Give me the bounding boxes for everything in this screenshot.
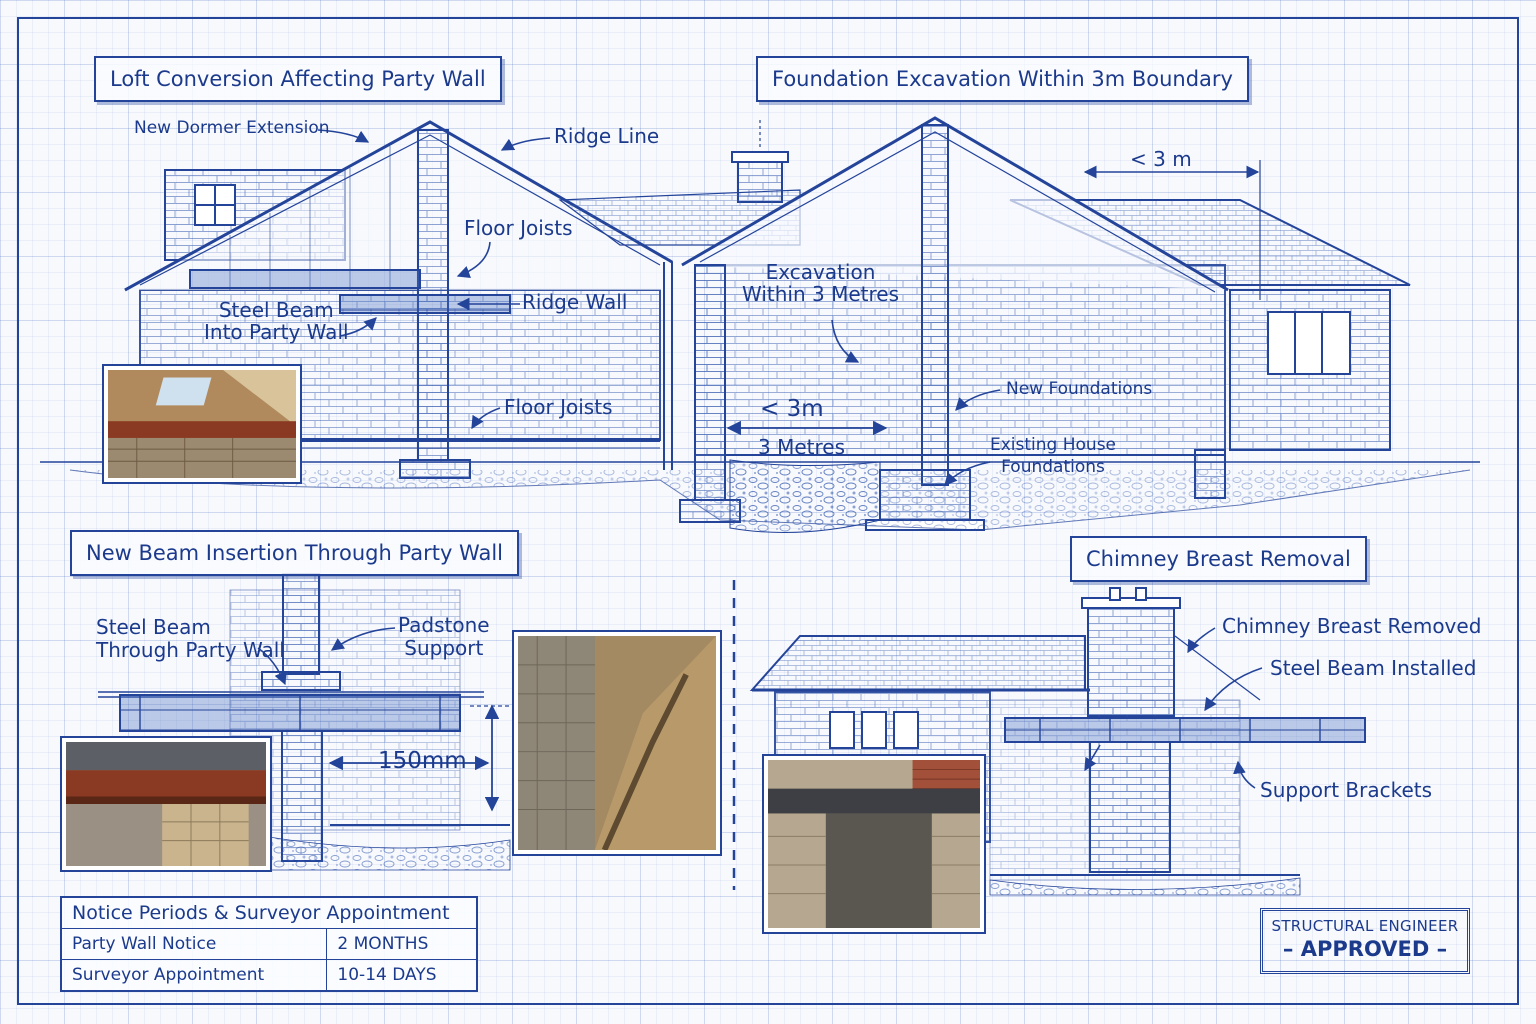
table-row: Party Wall Notice 2 MONTHS [60,928,478,960]
notice-row-value: 2 MONTHS [326,928,478,960]
table-row: Surveyor Appointment 10-14 DAYS [60,959,478,992]
photo-loft-steel-beam [104,366,300,482]
photo-excavation-trench [514,632,720,854]
beam-insertion-detail [98,573,511,871]
label-less-3m-top: < 3 m [1130,147,1192,171]
label-150mm: 150mm [378,748,467,774]
notice-row-label: Party Wall Notice [60,928,328,960]
label-ridge-wall: Ridge Wall [522,290,628,314]
label-less-3m-mid: < 3m [760,396,824,422]
label-steel-beam-installed: Steel Beam Installed [1270,656,1477,680]
stamp-line-1: STRUCTURAL ENGINEER [1271,917,1459,935]
label-three-metres: 3 Metres [758,435,845,459]
table-header-row: Notice Periods & Surveyor Appointment [60,896,478,929]
notice-row-value: 10-14 DAYS [326,959,478,992]
photo-chimney-beam [764,756,984,932]
label-padstone-support: Padstone Support [398,613,490,660]
notice-table-title: Notice Periods & Surveyor Appointment [60,896,478,929]
label-floor-joists-upper: Floor Joists [464,216,573,240]
engineer-approved-stamp: STRUCTURAL ENGINEER – APPROVED – [1260,908,1470,974]
label-steel-beam-party-wall: Steel Beam Into Party Wall [204,298,349,344]
title-chimney-removal: Chimney Breast Removal [1070,536,1367,582]
label-chimney-breast-removed: Chimney Breast Removed [1222,614,1482,638]
label-support-brackets: Support Brackets [1260,778,1433,802]
photo-beam-through-wall [62,738,270,870]
title-foundation-excavation: Foundation Excavation Within 3m Boundary [756,56,1249,102]
label-new-foundations: New Foundations [1006,379,1153,399]
label-steel-beam-through: Steel Beam Through Party Wall [96,615,285,662]
title-loft-conversion: Loft Conversion Affecting Party Wall [94,56,502,102]
label-floor-joists-lower: Floor Joists [504,395,613,419]
title-beam-insertion: New Beam Insertion Through Party Wall [70,530,520,576]
notice-periods-table: Notice Periods & Surveyor Appointment Pa… [60,896,478,992]
stamp-line-2: – APPROVED – [1282,937,1448,961]
label-new-dormer: New Dormer Extension [134,118,330,138]
notice-row-label: Surveyor Appointment [60,959,328,992]
label-excavation: Excavation Within 3 Metres [742,260,899,306]
label-ridge-line: Ridge Line [554,124,660,148]
label-existing-foundations: Existing House Foundations [990,435,1117,477]
